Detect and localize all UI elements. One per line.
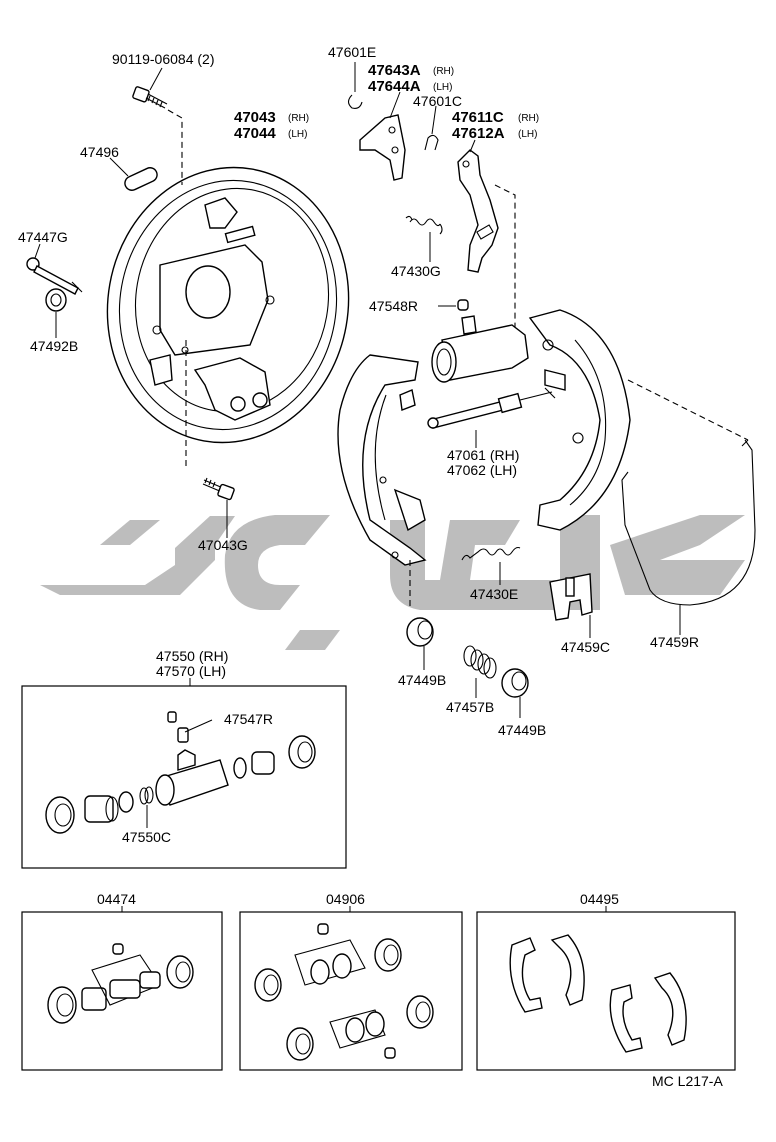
label-47550: 47550 (RH) (156, 648, 228, 664)
label-47612a-suffix: (LH) (518, 129, 537, 140)
boot-icon (549, 573, 593, 621)
wheel-cylinder-detail-box (21, 685, 347, 869)
cable-icon (621, 439, 756, 606)
label-47449b-b: 47449B (498, 722, 546, 738)
kit-04474-icon (47, 943, 194, 1024)
label-47447g: 47447G (18, 229, 68, 245)
label-47459r: 47459R (650, 634, 699, 650)
adjuster-lever-icon (359, 114, 406, 181)
plug-icon (124, 167, 158, 191)
label-04495: 04495 (580, 891, 619, 907)
label-47644a: 47644A (368, 78, 421, 95)
kit-04906-icon (254, 923, 434, 1061)
spring-icon (463, 645, 497, 679)
bleeder-cap-icon (457, 299, 469, 311)
adjuster-icon (427, 387, 556, 429)
clip-icon (424, 134, 439, 151)
bolt-icon (132, 86, 168, 109)
clip-icon (347, 94, 363, 109)
cup-icon (45, 288, 67, 312)
cup-icon (406, 617, 434, 647)
label-04474: 04474 (97, 891, 136, 907)
wheel-cylinder-icon (431, 315, 529, 383)
label-47548r: 47548R (369, 298, 418, 314)
label-47043-suffix: (RH) (288, 113, 309, 124)
label-47457b: 47457B (446, 699, 494, 715)
kit-04495-icon (509, 934, 687, 1053)
label-47611c-suffix: (RH) (518, 113, 539, 124)
brake-shoe-icon (337, 354, 427, 566)
label-90119: 90119-06084 (2) (112, 51, 214, 67)
label-04906: 04906 (326, 891, 365, 907)
label-47061: 47061 (RH) (447, 447, 519, 463)
spring-icon (405, 215, 443, 235)
label-47601c: 47601C (413, 93, 462, 109)
diagram-code: MC L217-A (652, 1073, 723, 1089)
bolt-icon (202, 477, 235, 501)
label-47459c: 47459C (561, 639, 610, 655)
pin-icon (26, 257, 83, 295)
backing-plate-icon (106, 166, 350, 444)
label-47643a-suffix: (RH) (433, 66, 454, 77)
label-47611c: 47611C (452, 109, 504, 126)
kit-04906-box (239, 911, 463, 1071)
label-47547r: 47547R (224, 711, 273, 727)
label-47550c: 47550C (122, 829, 171, 845)
label-47570: 47570 (LH) (156, 663, 226, 679)
spring-icon (461, 546, 521, 561)
label-47612a: 47612A (452, 125, 505, 142)
label-47062: 47062 (LH) (447, 462, 517, 478)
label-47643a: 47643A (368, 62, 421, 79)
label-47043: 47043 (234, 109, 276, 126)
label-47449b-a: 47449B (398, 672, 446, 688)
label-47601e: 47601E (328, 44, 376, 60)
label-47044-suffix: (LH) (288, 129, 307, 140)
label-47043g: 47043G (198, 537, 248, 553)
label-47492b: 47492B (30, 338, 78, 354)
brake-shoe-icon (528, 309, 631, 531)
cup-icon (501, 668, 529, 698)
label-47496: 47496 (80, 144, 119, 160)
label-47644a-suffix: (LH) (433, 82, 452, 93)
label-47430g: 47430G (391, 263, 441, 279)
part-labels: 90119-06084 (2) 47601E 47643A (RH) 47644… (18, 44, 723, 1089)
label-47430e: 47430E (470, 586, 518, 602)
label-47044: 47044 (234, 125, 276, 142)
strut-icon (457, 149, 499, 273)
wheel-cylinder-exploded-icon (45, 711, 316, 834)
